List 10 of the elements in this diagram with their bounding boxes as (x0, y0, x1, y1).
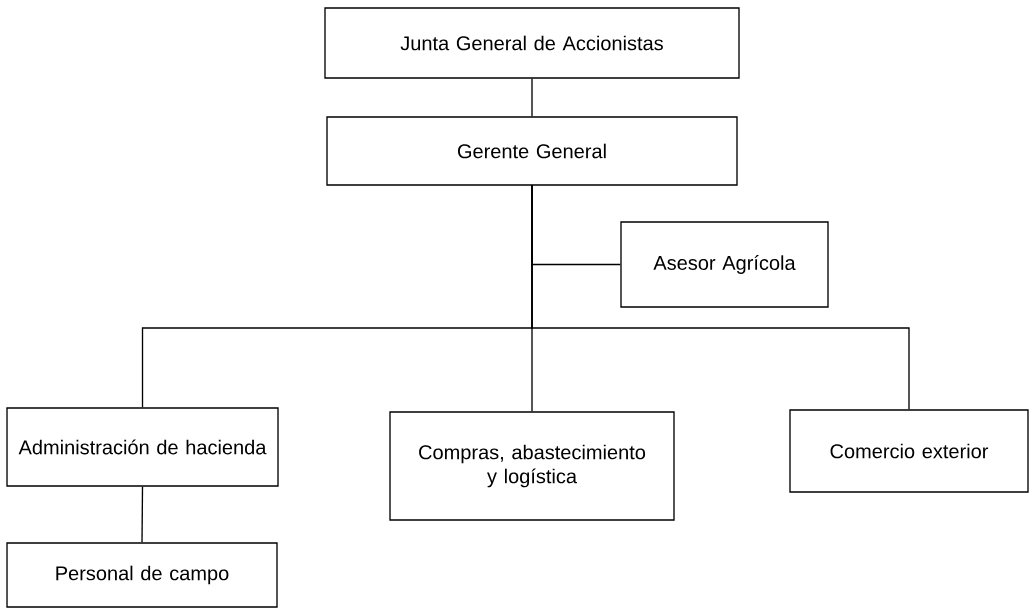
org-box: Gerente General (326, 116, 738, 186)
org-box: Asesor Agrícola (620, 221, 829, 308)
connector-line (141, 486, 144, 543)
org-box: Comercio exterior (789, 409, 1029, 493)
org-box: Junta General de Accionistas (324, 7, 740, 79)
org-box: Administración de hacienda (6, 407, 279, 487)
org-box: Personal de campo (6, 542, 278, 608)
connector-line (531, 78, 533, 117)
connector-line (531, 184, 910, 410)
org-box: Compras, abastecimiento y logística (389, 411, 675, 521)
